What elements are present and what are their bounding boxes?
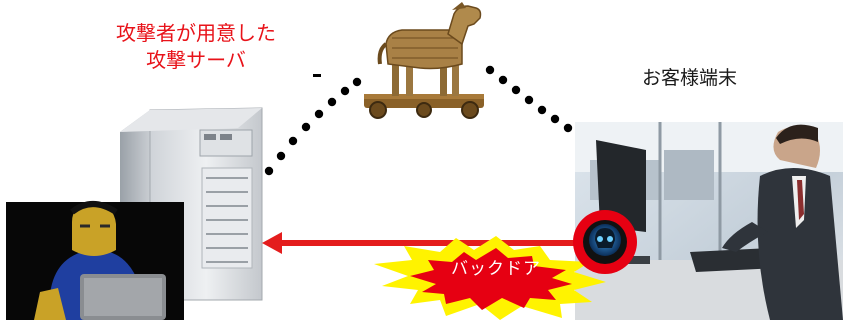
backdoor-label: バックドア	[431, 254, 561, 279]
trojan-horse-icon	[364, 2, 484, 118]
dotted-path-left	[253, 74, 361, 191]
hacker-icon	[6, 202, 184, 320]
skull-malware-icon	[573, 210, 637, 274]
